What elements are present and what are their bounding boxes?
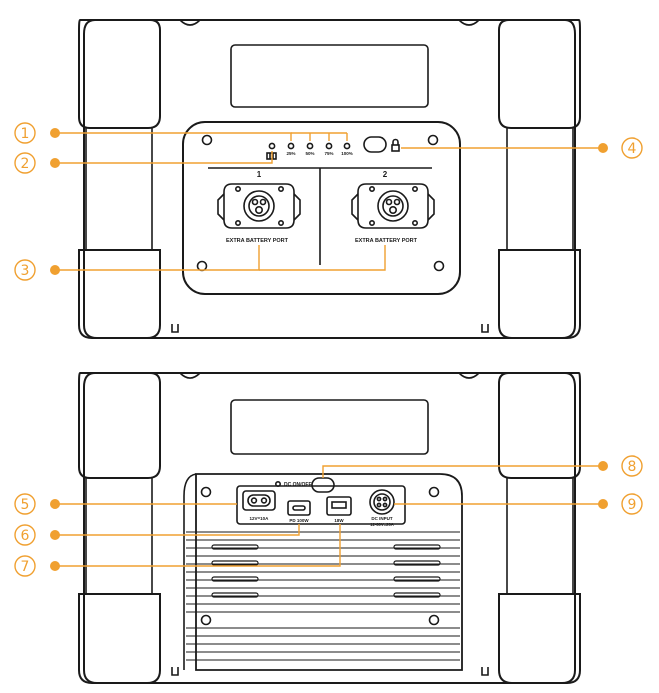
callout-badge-5 (14, 493, 36, 515)
callout-dot-5 (50, 499, 60, 509)
callout-badges (14, 122, 643, 577)
callout-badge-2 (14, 152, 36, 174)
callout-dot-4 (598, 143, 608, 153)
led-label-75: 75% (324, 151, 333, 156)
callout-dot-8 (598, 461, 608, 471)
callout-dot-7 (50, 561, 60, 571)
callout-dots (50, 128, 608, 571)
grille-slots (211, 544, 441, 598)
callout-number-3: 3 (21, 263, 30, 279)
bottom-unit-labels: DC ON/OFF 12V=10A PD 100W 18W DC INPUT 1… (250, 482, 394, 527)
callout-badge-8 (621, 455, 643, 477)
callout-numbers: 1 2 3 4 5 6 7 8 9 (21, 126, 637, 575)
extra-battery-port-1 (217, 183, 301, 229)
callout-number-2: 2 (21, 156, 30, 172)
port-number-2: 2 (383, 170, 388, 179)
callout-number-1: 1 (21, 126, 30, 142)
callout-number-6: 6 (21, 528, 30, 544)
dc-switch-label: DC ON/OFF (284, 482, 312, 488)
callout-badge-1 (14, 122, 36, 144)
callout-dot-2 (50, 158, 60, 168)
callout-dot-6 (50, 530, 60, 540)
callout-badge-3 (14, 259, 36, 281)
callout-badge-4 (621, 137, 643, 159)
dc-input-spec: 12-60V=20A (370, 522, 394, 527)
led-label-100: 100% (341, 151, 353, 156)
port-label-2: EXTRA BATTERY PORT (355, 238, 418, 244)
callout-number-4: 4 (628, 141, 637, 157)
port-label-1: EXTRA BATTERY PORT (226, 238, 289, 244)
usba-label: 18W (334, 518, 344, 523)
car-port-label: 12V=10A (250, 516, 270, 521)
top-unit-labels: 25% 50% 75% 100% 1 2 EXTRA BATTERY PORT … (226, 151, 418, 244)
vent-grille (186, 531, 460, 661)
callout-dot-1 (50, 128, 60, 138)
top-unit (78, 19, 581, 339)
led-label-25: 25% (286, 151, 295, 156)
extra-battery-port-2 (351, 183, 435, 229)
callout-dot-9 (598, 499, 608, 509)
callout-number-5: 5 (21, 497, 30, 513)
callout-lines (55, 132, 603, 567)
callout-number-8: 8 (628, 459, 637, 475)
port-number-1: 1 (257, 170, 262, 179)
usbc-label: PD 100W (289, 518, 309, 523)
callout-dot-3 (50, 265, 60, 275)
bottom-unit (78, 372, 581, 684)
callout-number-9: 9 (628, 497, 637, 513)
dc-input-label: DC INPUT (371, 516, 393, 521)
callout-badge-7 (14, 555, 36, 577)
callout-badge-6 (14, 524, 36, 546)
callout-number-7: 7 (21, 559, 30, 575)
led-label-50: 50% (305, 151, 314, 156)
callout-badge-9 (621, 493, 643, 515)
